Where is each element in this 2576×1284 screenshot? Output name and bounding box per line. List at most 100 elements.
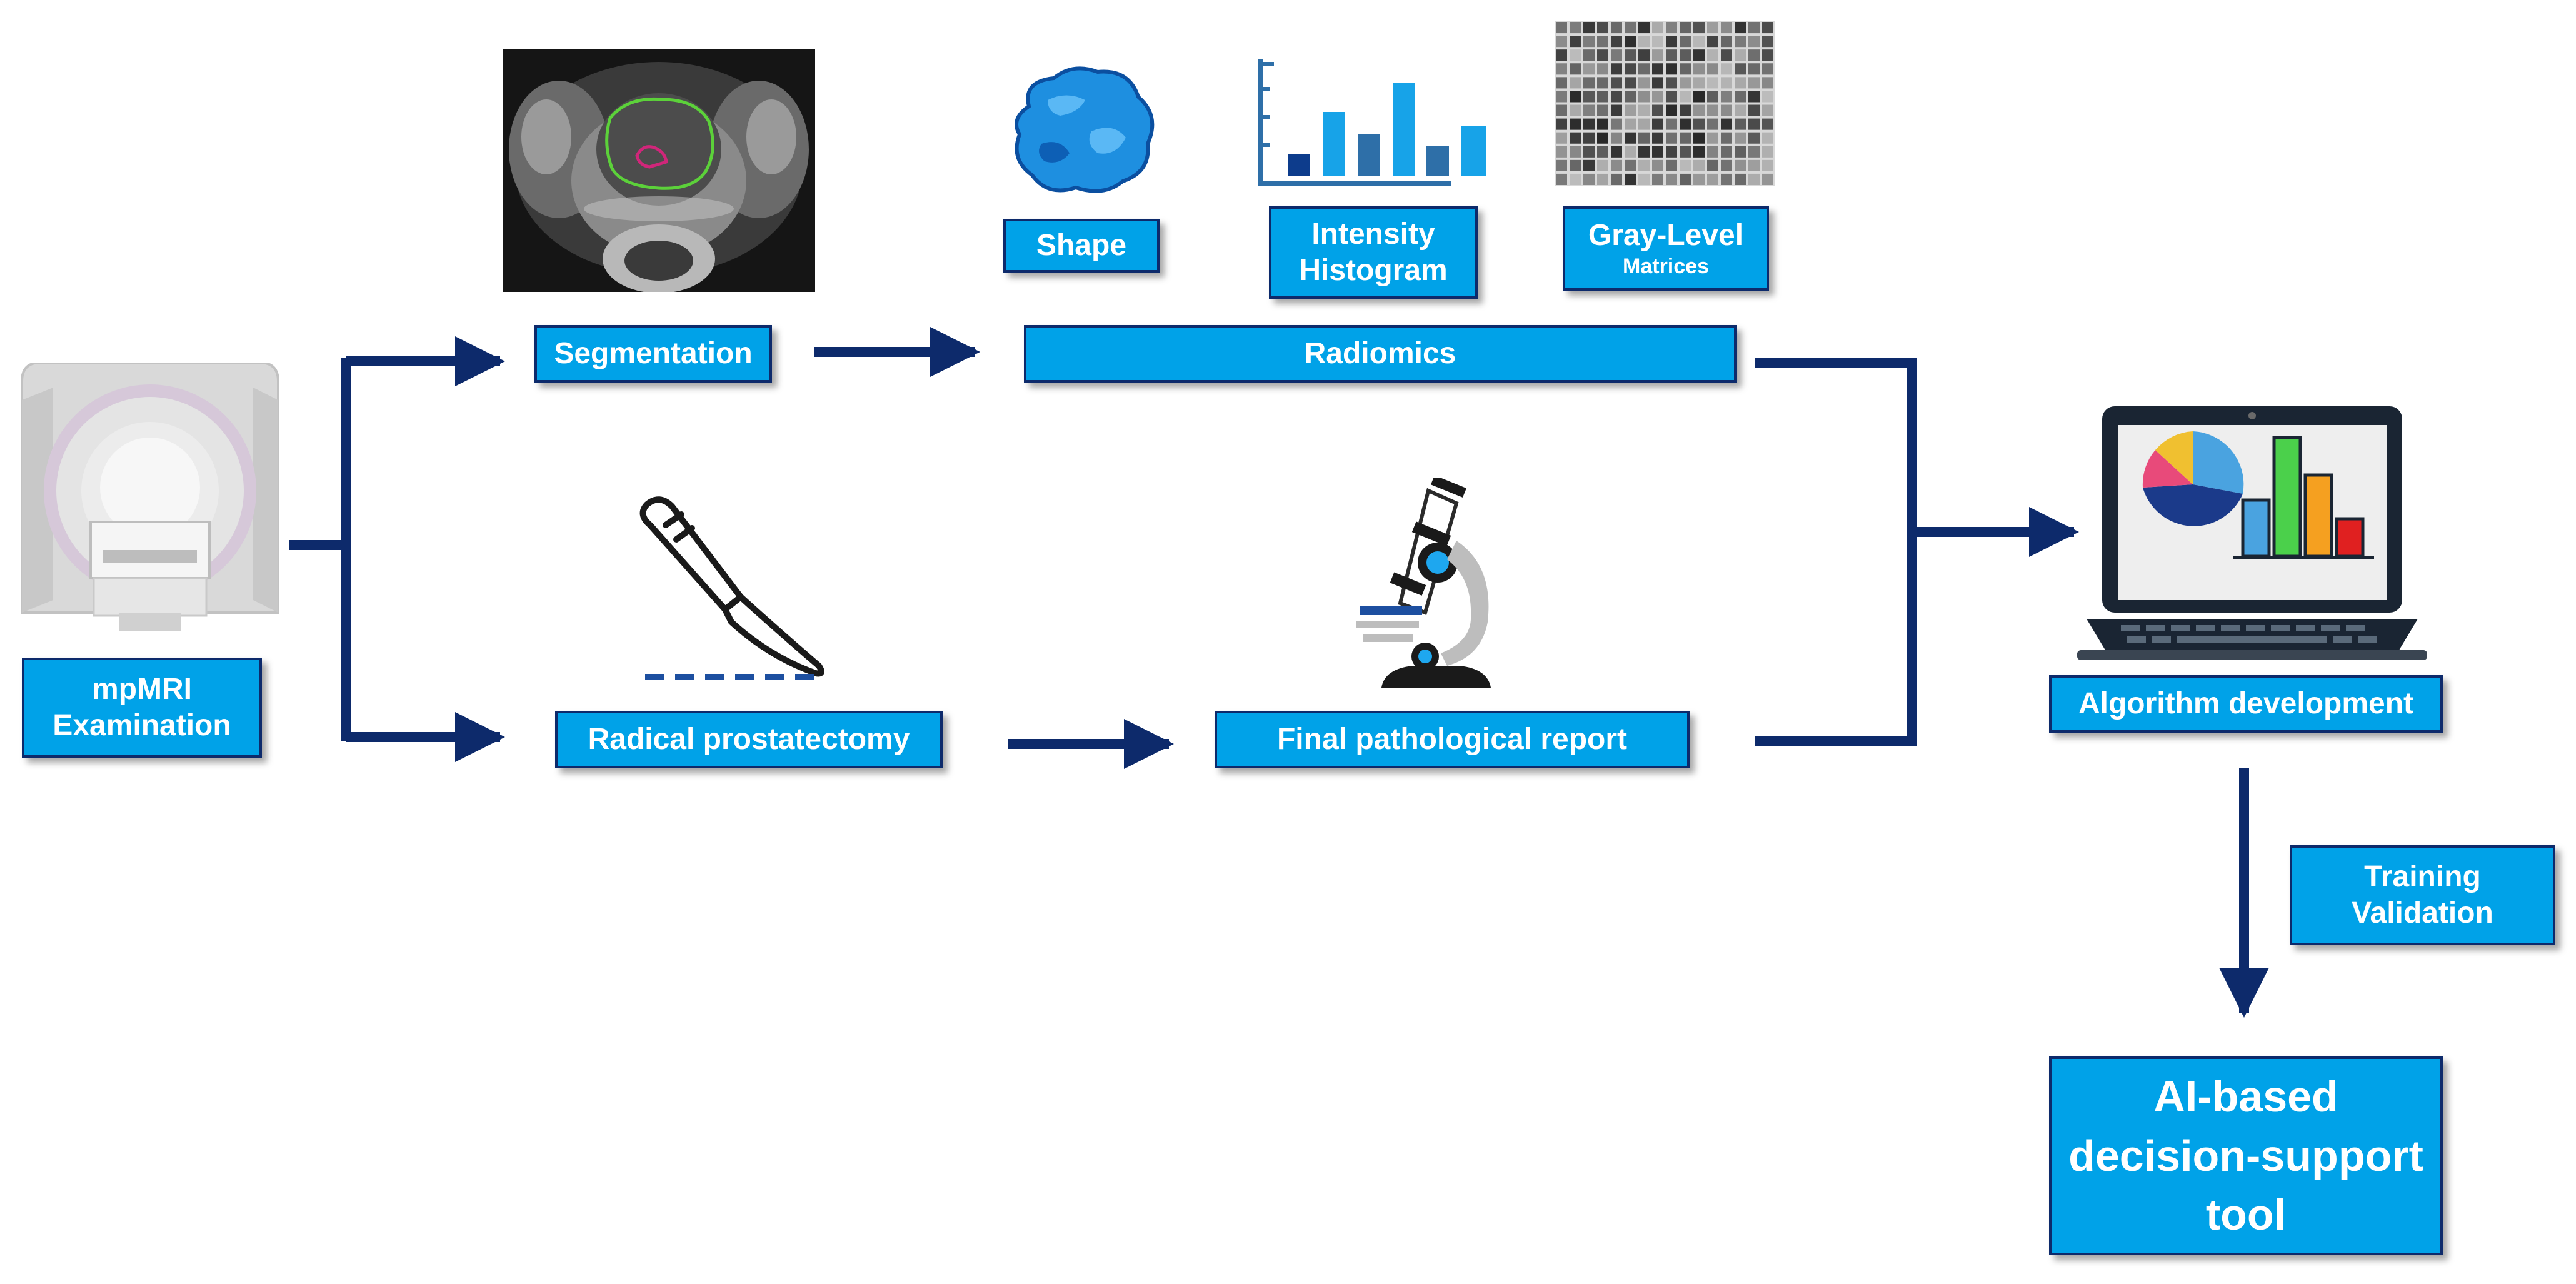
matrix-cell [1625, 159, 1636, 171]
matrix-cell [1570, 63, 1581, 75]
matrix-cell [1666, 146, 1677, 158]
matrix-cell [1652, 22, 1663, 34]
matrix-cell [1597, 132, 1608, 144]
matrix-cell [1570, 77, 1581, 89]
intensity-histogram-line1: Intensity [1311, 218, 1435, 251]
matrix-cell [1735, 77, 1746, 89]
matrix-cell [1693, 132, 1705, 144]
matrix-cell [1762, 173, 1773, 185]
matrix-cell [1597, 63, 1608, 75]
matrix-cell [1735, 36, 1746, 48]
intensity-histogram-box: Intensity Histogram [1269, 206, 1478, 299]
matrix-cell [1638, 132, 1650, 144]
matrix-cell [1707, 77, 1718, 89]
matrix-cell [1583, 63, 1595, 75]
matrix-cell [1583, 118, 1595, 130]
matrix-cell [1735, 104, 1746, 116]
matrix-cell [1666, 132, 1677, 144]
mpmri-examination-line2: Examination [53, 709, 231, 742]
matrix-cell [1570, 49, 1581, 61]
matrix-cell [1680, 49, 1691, 61]
matrix-cell [1583, 146, 1595, 158]
matrix-cell [1721, 132, 1732, 144]
matrix-cell [1721, 63, 1732, 75]
matrix-cell [1666, 173, 1677, 185]
radical-prostatectomy-label: Radical prostatectomy [588, 723, 910, 756]
ai-tool-line3: tool [2205, 1190, 2287, 1240]
matrix-cell [1611, 49, 1622, 61]
matrix-cell [1625, 49, 1636, 61]
matrix-cell [1666, 104, 1677, 116]
algorithm-development-label: Algorithm development [2078, 687, 2414, 721]
validation-label: Validation [2352, 896, 2493, 930]
matrix-cell [1748, 77, 1760, 89]
matrix-cell [1597, 159, 1608, 171]
matrix-cell [1707, 36, 1718, 48]
gray-level-line2: Matrices [1623, 254, 1709, 278]
microscope-icon [1356, 478, 1491, 688]
matrix-cell [1762, 91, 1773, 103]
algorithm-development-box: Algorithm development [2049, 675, 2443, 733]
matrix-cell [1583, 132, 1595, 144]
matrix-cell [1693, 63, 1705, 75]
matrix-cell [1721, 146, 1732, 158]
mri-segmentation-image [503, 49, 815, 292]
matrix-cell [1721, 91, 1732, 103]
matrix-cell [1721, 22, 1732, 34]
matrix-cell [1762, 77, 1773, 89]
matrix-cell [1638, 36, 1650, 48]
matrix-cell [1652, 77, 1663, 89]
matrix-cell [1638, 77, 1650, 89]
matrix-cell [1638, 91, 1650, 103]
matrix-cell [1570, 159, 1581, 171]
matrix-cell [1693, 22, 1705, 34]
ai-tool-line2: decision-support [2068, 1131, 2423, 1180]
matrix-cell [1735, 63, 1746, 75]
matrix-cell [1748, 22, 1760, 34]
tumor-shape-icon [1015, 66, 1155, 193]
matrix-cell [1570, 36, 1581, 48]
matrix-cell [1652, 146, 1663, 158]
matrix-cell [1611, 104, 1622, 116]
matrix-cell [1693, 173, 1705, 185]
segmentation-box: Segmentation [534, 325, 772, 383]
matrix-cell [1680, 118, 1691, 130]
matrix-cell [1556, 77, 1567, 89]
matrix-cell [1762, 63, 1773, 75]
matrix-cell [1693, 77, 1705, 89]
matrix-cell [1748, 49, 1760, 61]
matrix-cell [1611, 146, 1622, 158]
matrix-cell [1693, 49, 1705, 61]
matrix-cell [1748, 63, 1760, 75]
matrix-cell [1570, 22, 1581, 34]
matrix-cell [1556, 173, 1567, 185]
matrix-cell [1693, 159, 1705, 171]
matrix-cell [1570, 173, 1581, 185]
matrix-cell [1735, 146, 1746, 158]
final-pathological-report-label: Final pathological report [1276, 723, 1628, 756]
matrix-cell [1735, 159, 1746, 171]
matrix-cell [1652, 173, 1663, 185]
gray-level-line1: Gray-Level [1588, 219, 1744, 253]
matrix-cell [1735, 132, 1746, 144]
matrix-cell [1762, 22, 1773, 34]
matrix-cell [1597, 173, 1608, 185]
matrix-cell [1583, 36, 1595, 48]
matrix-cell [1680, 159, 1691, 171]
laptop-chart-icon [2077, 406, 2427, 660]
matrix-cell [1570, 104, 1581, 116]
matrix-cell [1707, 146, 1718, 158]
mpmri-examination-line1: mpMRI [92, 673, 192, 706]
matrix-cell [1707, 91, 1718, 103]
matrix-cell [1583, 91, 1595, 103]
matrix-cell [1611, 36, 1622, 48]
matrix-cell [1666, 49, 1677, 61]
matrix-cell [1693, 104, 1705, 116]
matrix-cell [1680, 132, 1691, 144]
matrix-cell [1597, 104, 1608, 116]
matrix-cell [1721, 36, 1732, 48]
matrix-cell [1556, 118, 1567, 130]
matrix-cell [1652, 91, 1663, 103]
